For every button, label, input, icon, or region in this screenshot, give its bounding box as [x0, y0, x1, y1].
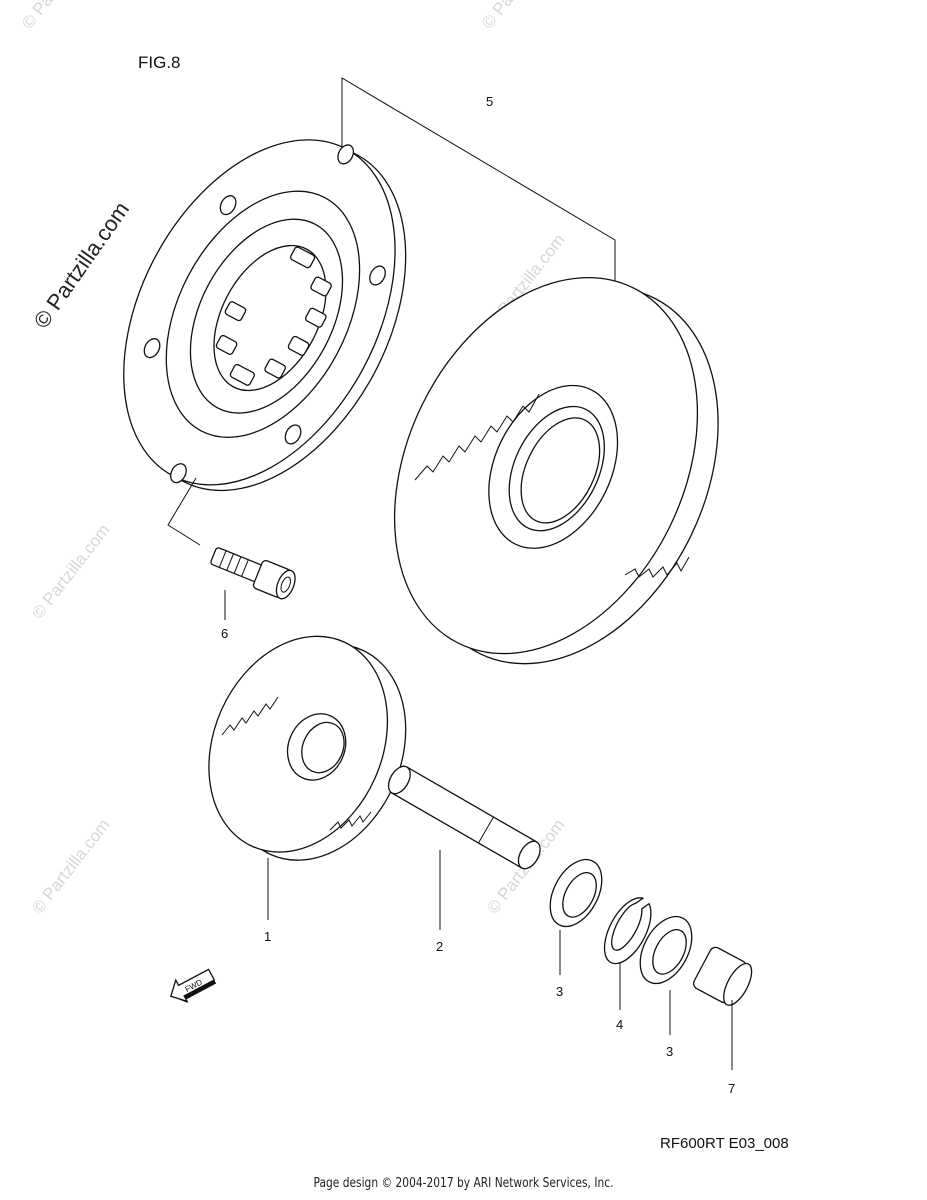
shaft-part-2[interactable]: 2 — [384, 763, 544, 954]
callout-3a: 3 — [556, 984, 563, 999]
idle-gear-part-1[interactable]: 1 — [176, 608, 439, 944]
exploded-parts-diagram: © Partzilla.com © Partzilla.com © Partzi… — [18, 0, 789, 1152]
watermark-main: © Partzilla.com — [29, 197, 135, 333]
callout-4: 4 — [616, 1017, 623, 1032]
footer-copyright: Page design © 2004-2017 by ARI Network S… — [313, 1176, 614, 1191]
starter-clutch-gear[interactable] — [335, 227, 777, 714]
washer-part-3-second[interactable]: 3 — [630, 908, 703, 1059]
circlip-part-4[interactable]: 4 — [595, 891, 661, 1032]
callout-7: 7 — [728, 1081, 735, 1096]
callout-3b: 3 — [666, 1044, 673, 1059]
watermark-faint: © Partzilla.com — [28, 520, 114, 622]
watermark-faint: © Partzilla.com — [18, 0, 104, 32]
part-5-leader: 5 — [341, 77, 616, 285]
callout-6: 6 — [221, 626, 228, 641]
callout-2: 2 — [436, 939, 443, 954]
bolt-part-6[interactable]: 6 — [167, 477, 299, 641]
figure-title: FIG.8 — [138, 53, 181, 72]
fwd-arrow-icon: FWD — [169, 968, 217, 1003]
callout-1: 1 — [264, 929, 271, 944]
watermark-faint: © Partzilla.com — [28, 815, 114, 917]
starter-clutch-body[interactable] — [66, 89, 463, 541]
watermark-faint: © Partzilla.com — [478, 0, 564, 32]
cap-part-7[interactable]: 7 — [692, 945, 758, 1096]
figure-code: RF600RT E03_008 — [660, 1135, 789, 1152]
washer-part-3-first[interactable]: 3 — [540, 851, 613, 999]
callout-5: 5 — [486, 94, 493, 109]
